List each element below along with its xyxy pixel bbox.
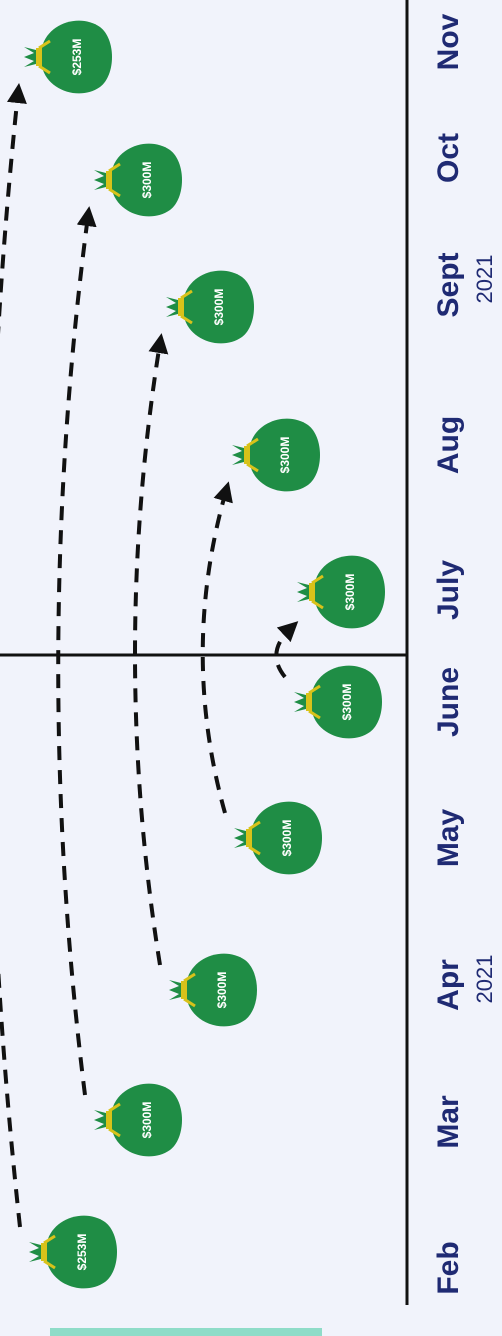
bag-tie-ribbon	[246, 437, 259, 473]
bag-amount-label: $300M	[215, 972, 229, 1009]
year-label: 2021	[472, 255, 497, 304]
month-label-nov: Nov	[432, 13, 465, 70]
money-bag-icon	[315, 555, 385, 629]
money-bag: $300M	[297, 555, 385, 629]
money-bag: $300M	[234, 801, 322, 875]
bag-amount-label: $300M	[280, 820, 294, 857]
bag-tie-ribbon	[180, 289, 193, 325]
money-bag: $300M	[94, 1083, 182, 1157]
transfer-arrow	[200, 481, 233, 814]
transfer-arrow	[0, 83, 27, 1228]
money-bag: $300M	[232, 418, 320, 492]
money-bag: $253M	[24, 20, 112, 94]
money-bags: $253M $300M $300M $300M $300M $300M $300M $300M…	[24, 20, 385, 1289]
money-bag-icon	[187, 953, 257, 1027]
transfer-arrow	[274, 621, 299, 679]
bag-tie	[41, 1243, 47, 1261]
bag-amount-label: $300M	[140, 1102, 154, 1139]
bag-tie-ribbon	[311, 574, 324, 610]
month-label-july: July	[432, 560, 465, 620]
bag-tie	[306, 693, 312, 711]
accent-strip	[50, 1328, 322, 1336]
bag-tie	[181, 981, 187, 999]
month-label-apr: Apr	[432, 959, 465, 1011]
bag-amount-label: $253M	[75, 1234, 89, 1271]
bag-tie	[106, 171, 112, 189]
month-label-june: June	[432, 667, 465, 737]
money-bag-icon	[312, 665, 382, 739]
bag-amount-label: $300M	[140, 162, 154, 199]
money-bag-icon	[112, 1083, 182, 1157]
bag-tie	[244, 446, 250, 464]
bag-amount-label: $300M	[340, 684, 354, 721]
money-bag-icon	[47, 1215, 117, 1289]
bag-tie	[106, 1111, 112, 1129]
bag-amount-label: $300M	[278, 437, 292, 474]
bag-tie-ribbon	[38, 39, 51, 75]
bag-tie	[178, 298, 184, 316]
bag-tie-ribbon	[248, 820, 261, 856]
bag-tie-ribbon	[308, 684, 321, 720]
month-label-may: May	[432, 809, 465, 868]
transfer-arrows	[0, 83, 299, 1228]
money-bag-icon	[250, 418, 320, 492]
money-bag-icon	[42, 20, 112, 94]
money-bag-icon	[252, 801, 322, 875]
bag-tie-ribbon	[183, 972, 196, 1008]
bag-amount-label: $300M	[212, 289, 226, 326]
month-label-mar: Mar	[432, 1095, 465, 1149]
bag-tie	[36, 48, 42, 66]
month-label-feb: Feb	[432, 1241, 465, 1294]
money-bag: $253M	[29, 1215, 117, 1289]
bag-amount-label: $253M	[70, 39, 84, 76]
bag-tie-ribbon	[43, 1234, 56, 1270]
money-bag: $300M	[294, 665, 382, 739]
money-bag: $300M	[94, 143, 182, 217]
money-bag: $300M	[169, 953, 257, 1027]
month-label-sept: Sept	[432, 252, 465, 317]
money-bag: $300M	[166, 270, 254, 344]
bag-tie-ribbon	[108, 1102, 121, 1138]
bag-tie-ribbon	[108, 162, 121, 198]
bag-tie	[246, 829, 252, 847]
month-label-oct: Oct	[432, 133, 465, 183]
money-bag-icon	[112, 143, 182, 217]
bag-tie	[309, 583, 315, 601]
year-label: 2021	[472, 955, 497, 1004]
money-bag-icon	[184, 270, 254, 344]
bag-amount-label: $300M	[343, 574, 357, 611]
month-label-aug: Aug	[432, 416, 465, 474]
